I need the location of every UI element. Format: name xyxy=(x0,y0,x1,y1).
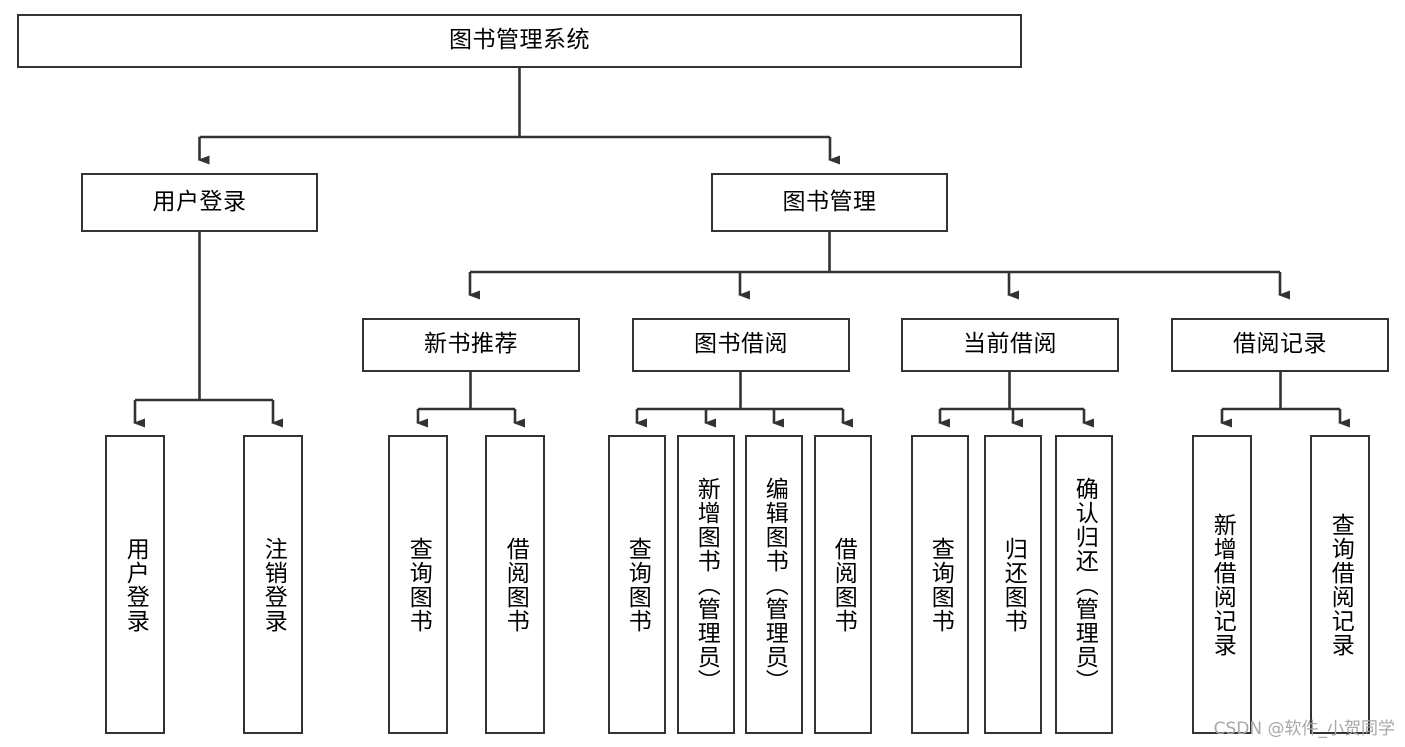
node-leaf-query-book-recommend[interactable]: 查询图书 xyxy=(388,435,448,734)
node-leaf-add-book-admin[interactable]: 新增图书（管理员） xyxy=(677,435,735,734)
node-leaf-edit-book-admin-label: 编辑图书（管理员） xyxy=(761,476,788,693)
node-leaf-user-login[interactable]: 用户登录 xyxy=(105,435,165,734)
node-leaf-confirm-return-admin-label: 确认归还（管理员） xyxy=(1071,476,1098,693)
node-leaf-borrow-book-recommend[interactable]: 借阅图书 xyxy=(485,435,545,734)
node-leaf-user-login-label: 用户登录 xyxy=(122,536,149,633)
node-current-borrow-label: 当前借阅 xyxy=(963,331,1057,358)
node-leaf-query-book-borrow[interactable]: 查询图书 xyxy=(608,435,666,734)
node-borrow-record[interactable]: 借阅记录 xyxy=(1171,318,1389,372)
node-leaf-add-book-admin-label: 新增图书（管理员） xyxy=(693,476,720,693)
node-book-borrow[interactable]: 图书借阅 xyxy=(632,318,850,372)
node-leaf-logout-login[interactable]: 注销登录 xyxy=(243,435,303,734)
node-leaf-confirm-return-admin[interactable]: 确认归还（管理员） xyxy=(1055,435,1113,734)
node-leaf-edit-book-admin[interactable]: 编辑图书（管理员） xyxy=(745,435,803,734)
node-leaf-borrow-book-recommend-label: 借阅图书 xyxy=(502,536,529,633)
node-book-management-label: 图书管理 xyxy=(782,188,877,215)
node-book-borrow-label: 图书借阅 xyxy=(694,331,788,358)
node-book-management[interactable]: 图书管理 xyxy=(711,173,948,232)
node-leaf-logout-login-label: 注销登录 xyxy=(260,536,287,633)
node-current-borrow[interactable]: 当前借阅 xyxy=(901,318,1119,372)
node-leaf-query-borrow-record-label: 查询借阅记录 xyxy=(1327,512,1354,657)
node-leaf-return-book-label: 归还图书 xyxy=(1000,536,1027,633)
node-leaf-query-book-current[interactable]: 查询图书 xyxy=(911,435,969,734)
csdn-watermark: CSDN @软件_小贺同学 xyxy=(1213,719,1395,739)
node-borrow-record-label: 借阅记录 xyxy=(1233,331,1327,358)
node-new-book-recommend-label: 新书推荐 xyxy=(424,331,518,358)
node-leaf-add-borrow-record-label: 新增借阅记录 xyxy=(1209,512,1236,657)
node-leaf-add-borrow-record[interactable]: 新增借阅记录 xyxy=(1192,435,1252,734)
node-root[interactable]: 图书管理系统 xyxy=(17,14,1022,68)
node-leaf-query-book-current-label: 查询图书 xyxy=(927,536,954,633)
node-user-login-label: 用户登录 xyxy=(152,188,247,215)
node-leaf-query-book-borrow-label: 查询图书 xyxy=(624,536,651,633)
node-user-login[interactable]: 用户登录 xyxy=(81,173,318,232)
node-leaf-borrow-book-label: 借阅图书 xyxy=(830,536,857,633)
node-root-label: 图书管理系统 xyxy=(449,27,590,54)
node-leaf-query-book-recommend-label: 查询图书 xyxy=(405,536,432,633)
node-leaf-return-book[interactable]: 归还图书 xyxy=(984,435,1042,734)
node-new-book-recommend[interactable]: 新书推荐 xyxy=(362,318,580,372)
node-leaf-borrow-book[interactable]: 借阅图书 xyxy=(814,435,872,734)
node-leaf-query-borrow-record[interactable]: 查询借阅记录 xyxy=(1310,435,1370,734)
